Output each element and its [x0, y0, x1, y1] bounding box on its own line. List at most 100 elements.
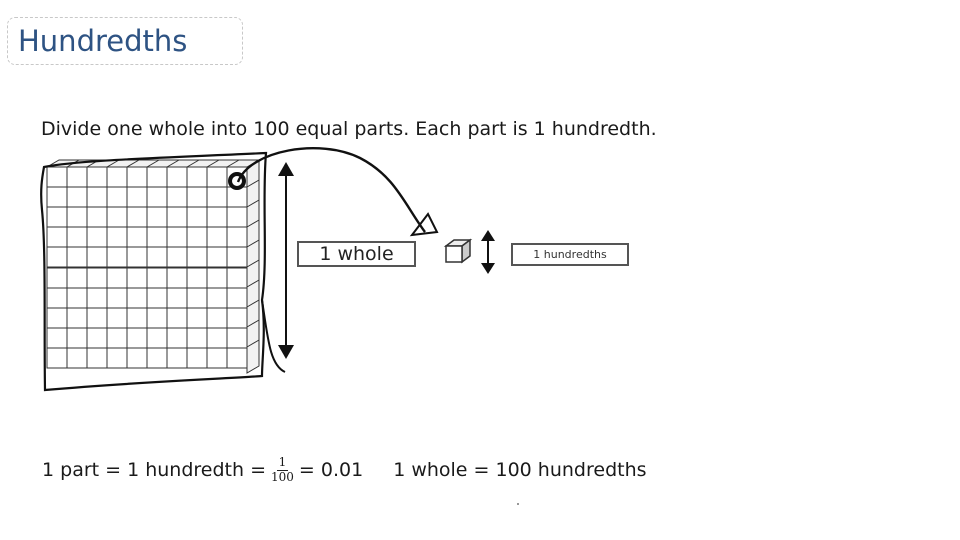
grid-cell — [126, 307, 148, 329]
side-tick — [246, 239, 260, 248]
grid-cell — [226, 327, 248, 349]
equation-part-left: 1 part = 1 hundredth = — [42, 459, 267, 481]
grid-cell — [186, 307, 208, 329]
side-tick — [246, 279, 260, 288]
grid-cell — [66, 347, 88, 369]
top-tick — [166, 159, 180, 168]
grid-cell — [106, 327, 128, 349]
top-tick — [206, 159, 220, 168]
grid-cell — [126, 206, 148, 228]
page-title: Hundredths — [18, 24, 188, 58]
intro-text: Divide one whole into 100 equal parts. E… — [41, 118, 657, 140]
grid-cell — [226, 287, 248, 309]
grid-cell — [46, 347, 68, 369]
grid-cell — [66, 206, 88, 228]
grid-cell — [86, 226, 108, 248]
flat-side-ticks — [246, 179, 260, 348]
grid-cell — [106, 226, 128, 248]
side-tick — [246, 179, 260, 188]
grid-cell — [186, 166, 208, 188]
grid-cell — [186, 287, 208, 309]
grid-cell — [146, 186, 168, 208]
curved-arrow-head — [409, 212, 439, 237]
fraction-numerator: 1 — [276, 455, 289, 471]
side-tick — [246, 339, 260, 348]
top-tick — [126, 159, 140, 168]
grid-cell — [146, 246, 168, 268]
grid-cell — [146, 327, 168, 349]
grid-cell — [86, 287, 108, 309]
top-tick — [186, 159, 200, 168]
grid-cell — [206, 347, 228, 369]
grid-cell — [186, 186, 208, 208]
grid-cell — [46, 206, 68, 228]
grid-cell — [206, 327, 228, 349]
grid-cell — [166, 347, 188, 369]
grid-cell — [166, 226, 188, 248]
grid-cell — [86, 327, 108, 349]
grid-cell — [126, 246, 148, 268]
grid-cell — [86, 186, 108, 208]
grid-cell — [186, 206, 208, 228]
grid-cell — [126, 327, 148, 349]
grid-cell — [106, 347, 128, 369]
grid-cell — [226, 246, 248, 268]
grid-cell — [66, 327, 88, 349]
grid-cell — [186, 226, 208, 248]
grid-cell — [106, 287, 128, 309]
grid-cell — [146, 267, 168, 289]
grid-cell — [226, 267, 248, 289]
grid-cell — [226, 347, 248, 369]
grid-cell — [166, 246, 188, 268]
grid-cell — [66, 246, 88, 268]
equation-whole: 1 whole = 100 hundredths — [393, 459, 647, 481]
hand-drawn-loop-extra — [261, 299, 286, 373]
side-tick — [246, 219, 260, 228]
grid-cell — [226, 206, 248, 228]
grid-cell — [46, 307, 68, 329]
grid-cell — [106, 186, 128, 208]
grid-cell — [206, 166, 228, 188]
side-tick — [246, 199, 260, 208]
grid-cell — [206, 186, 228, 208]
grid-cell — [146, 166, 168, 188]
grid-cell — [86, 246, 108, 268]
grid-cell — [146, 347, 168, 369]
grid-cell — [186, 327, 208, 349]
grid-cell — [86, 166, 108, 188]
grid-cell — [166, 287, 188, 309]
grid-cell — [66, 186, 88, 208]
grid-cell — [46, 267, 68, 289]
side-tick — [246, 299, 260, 308]
grid-cell — [186, 246, 208, 268]
hundredths-label: 1 hundredths — [511, 243, 629, 266]
grid-cell — [146, 287, 168, 309]
equation-line: 1 part = 1 hundredth = 1 100 = 0.01 1 wh… — [42, 450, 647, 490]
grid-cell — [146, 307, 168, 329]
top-tick — [106, 159, 120, 168]
grid-cell — [46, 186, 68, 208]
grid-cell — [46, 246, 68, 268]
grid-cell — [206, 307, 228, 329]
grid-cell — [66, 287, 88, 309]
grid-cell — [146, 206, 168, 228]
height-arrow-top — [278, 162, 294, 176]
grid-cell — [126, 287, 148, 309]
grid-cell — [226, 307, 248, 329]
grid-cell — [206, 226, 228, 248]
grid-cell — [46, 226, 68, 248]
grid-cell — [126, 186, 148, 208]
equation-part-right: = 0.01 — [298, 459, 364, 481]
grid-cell — [86, 347, 108, 369]
grid-cell — [166, 267, 188, 289]
grid-cell — [166, 307, 188, 329]
grid-cell — [126, 267, 148, 289]
grid-cell — [186, 267, 208, 289]
grid-cell — [166, 186, 188, 208]
grid-cell — [206, 267, 228, 289]
side-tick — [246, 259, 260, 268]
top-tick — [146, 159, 160, 168]
grid-cell — [166, 166, 188, 188]
grid-cell — [126, 347, 148, 369]
